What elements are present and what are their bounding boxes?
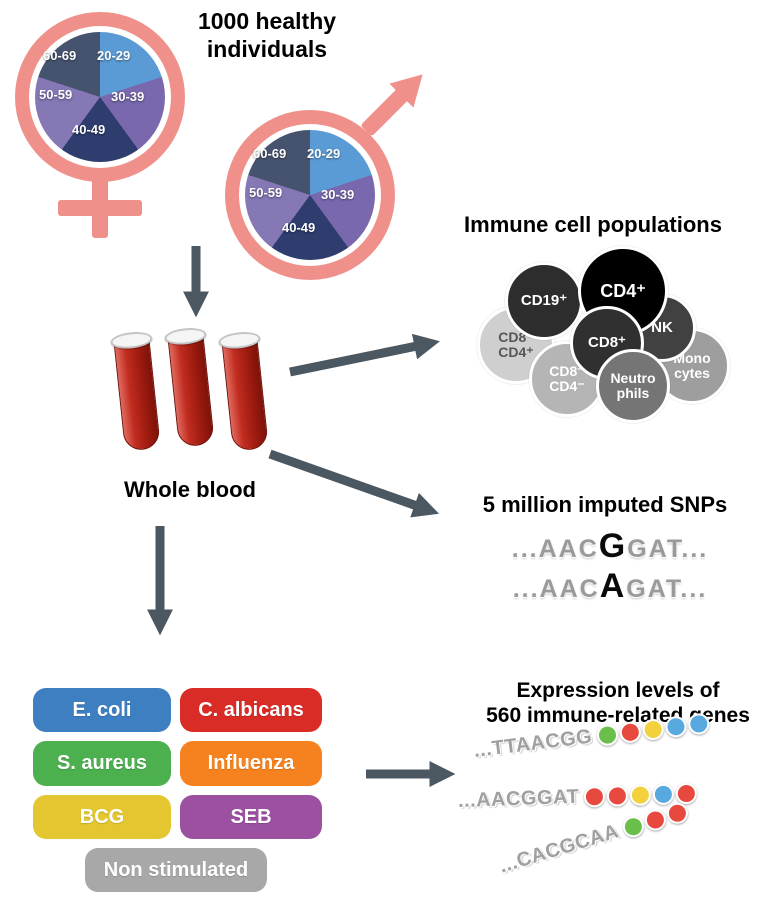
cell-label: Neutro phils — [610, 370, 656, 401]
gene-expression-bead — [641, 717, 665, 742]
age-label-60-69: 60-69 — [43, 48, 77, 63]
snp-seq-post: GAT... — [627, 535, 709, 563]
age-label-40-49: 40-49 — [282, 220, 316, 235]
arrow-blood-to-snps — [268, 449, 440, 518]
arrow-blood-to-cells — [289, 333, 440, 377]
stimulus-label: Influenza — [207, 752, 295, 774]
stimulus-label: BCG — [79, 805, 125, 828]
gene-expression-bead — [664, 714, 688, 739]
age-label-50-59: 50-59 — [249, 185, 283, 200]
gene-expression-bead — [642, 806, 669, 834]
snp-seq-pre: ...AAC — [511, 535, 599, 563]
stimulus-label: C. albicans — [198, 698, 304, 721]
blood-tube-body — [167, 334, 215, 448]
stimulus-label: S. aureus — [56, 752, 148, 774]
blood-tube — [109, 330, 163, 455]
female-age-pie: 20-29 30-39 40-49 50-59 60-69 — [35, 32, 165, 162]
cell-label: CD8⁺ CD4⁺ — [498, 329, 534, 360]
age-label-30-39: 30-39 — [111, 89, 145, 104]
male-age-pie: 20-29 30-39 40-49 50-59 60-69 — [245, 130, 375, 260]
age-label-20-29: 20-29 — [97, 48, 131, 63]
age-label-60-69: 60-69 — [253, 146, 287, 161]
cell-neutrophils: Neutro phils — [596, 349, 670, 423]
snp-seq-post: GAT... — [626, 575, 708, 603]
stimulus-e-coli: E. coli — [33, 688, 171, 732]
cell-label: CD19⁺ — [520, 292, 568, 310]
male-symbol: 20-29 30-39 40-49 50-59 60-69 — [225, 62, 445, 290]
expression-title: Expression levels of 560 immune-related … — [486, 679, 750, 728]
cell-label: CD8⁺ — [588, 334, 626, 352]
cell-label: NK — [651, 319, 673, 337]
snp-sequence-2: ...AACAGAT... — [450, 566, 770, 613]
cell-label: CD8⁻ CD4⁻ — [549, 363, 585, 394]
figure-heading: 1000 healthy individuals — [197, 8, 337, 62]
female-symbol: 20-29 30-39 40-49 50-59 60-69 — [15, 12, 215, 247]
gene-expression-bead — [583, 785, 606, 808]
female-cross-bar — [58, 200, 142, 216]
stimulus-c-albicans: C. albicans — [180, 688, 322, 732]
blood-tube — [217, 330, 271, 455]
stimulus-bcg: BCG — [33, 795, 171, 839]
whole-blood-label: Whole blood — [124, 477, 256, 502]
expression-sequence-row-3: ...CACGCAA — [497, 799, 691, 878]
arrow-blood-to-stimuli — [147, 526, 173, 636]
dna-sequence: ...CACGCAA — [496, 820, 622, 878]
dna-sequence: ...TTAACGG — [472, 725, 594, 762]
blood-tube — [163, 326, 217, 451]
gene-expression-bead — [620, 813, 647, 840]
immune-cells-title: Immune cell populations — [464, 212, 722, 237]
gene-expression-bead — [618, 720, 643, 744]
stimulus-seb: SEB — [180, 795, 322, 839]
blood-tube-body — [113, 338, 161, 452]
stimulus-label: SEB — [230, 805, 272, 828]
gene-expression-bead — [606, 785, 629, 807]
gene-expression-bead — [629, 784, 652, 806]
age-label-50-59: 50-59 — [39, 87, 73, 102]
age-label-40-49: 40-49 — [72, 122, 106, 137]
stimulus-influenza: Influenza — [180, 741, 322, 786]
gene-expression-bead — [687, 712, 711, 736]
age-label-20-29: 20-29 — [307, 146, 341, 161]
snp-sequence-1: ...AACGGAT... — [450, 526, 770, 573]
stimulus-s-aureus: S. aureus — [33, 741, 171, 786]
stimulus-non-stimulated: Non stimulated — [85, 848, 267, 892]
snp-variant-allele: G — [598, 527, 628, 565]
arrow-individuals-to-blood — [183, 246, 209, 318]
cell-cd19: CD19⁺ — [505, 262, 583, 340]
gene-expression-bead — [595, 723, 620, 747]
stimulus-label: E. coli — [72, 698, 132, 721]
arrow-stimuli-to-expression — [366, 761, 456, 787]
snps-title: 5 million imputed SNPs — [482, 492, 728, 517]
stimulus-label: Non stimulated — [103, 858, 249, 881]
blood-tube-body — [221, 338, 269, 452]
age-label-30-39: 30-39 — [321, 187, 355, 202]
dna-sequence: ...AACGGAT — [457, 785, 580, 812]
snp-seq-pre: ...AAC — [512, 575, 600, 603]
snp-variant-allele: A — [599, 567, 627, 605]
cell-label: CD4⁺ — [600, 280, 646, 301]
